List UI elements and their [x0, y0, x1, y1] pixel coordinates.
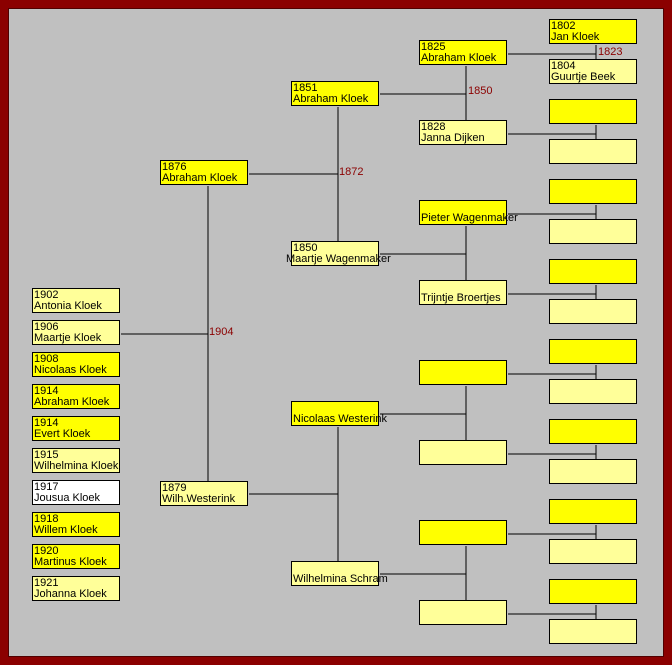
marriage-year: 1904 [209, 326, 234, 338]
birth-year: 1851 [293, 82, 318, 94]
person-name: Pieter Wagenmaker [421, 212, 518, 224]
person-name: Johanna Kloek [34, 588, 107, 600]
empty-ancestor-box[interactable] [419, 360, 507, 385]
birth-year: 1902 [34, 289, 59, 301]
person-name: Wilhelmina Schram [293, 573, 388, 585]
birth-year: 1915 [34, 449, 59, 461]
person-name: Trijntje Broertjes [421, 292, 501, 304]
empty-ancestor-box[interactable] [549, 299, 637, 324]
empty-ancestor-box[interactable] [549, 219, 637, 244]
great-grandparent-box[interactable]: Pieter Wagenmaker [419, 200, 518, 225]
birth-year: 1879 [162, 482, 187, 494]
empty-ancestor-box[interactable] [419, 600, 507, 625]
birth-year: 1914 [34, 385, 59, 397]
empty-ancestor-box[interactable] [549, 259, 637, 284]
empty-ancestor-box[interactable] [419, 440, 507, 465]
birth-year: 1802 [551, 20, 576, 32]
marriage-year: 1872 [339, 166, 364, 178]
person-name: Jousua Kloek [34, 492, 101, 504]
birth-year: 1828 [421, 121, 446, 133]
empty-ancestor-box[interactable] [549, 179, 637, 204]
grandparent-box[interactable]: Nicolaas Westerink [291, 401, 387, 426]
person-name: Maartje Kloek [34, 332, 102, 344]
birth-year: 1908 [34, 353, 59, 365]
empty-ancestor-box[interactable] [419, 520, 507, 545]
empty-ancestor-box[interactable] [549, 139, 637, 164]
person-name: Wilh.Westerink [162, 493, 236, 505]
person-name: Jan Kloek [551, 31, 600, 43]
empty-ancestor-box[interactable] [549, 459, 637, 484]
marriage-year: 1823 [598, 46, 623, 58]
person-name: Abraham Kloek [34, 396, 110, 408]
birth-year: 1825 [421, 41, 446, 53]
birth-year: 1921 [34, 577, 59, 589]
birth-year: 1918 [34, 513, 59, 525]
person-name: Nicolaas Westerink [293, 413, 387, 425]
empty-ancestor-box[interactable] [549, 619, 637, 644]
birth-year: 1917 [34, 481, 59, 493]
empty-ancestor-box[interactable] [549, 579, 637, 604]
person-name: Wilhelmina Kloek [34, 460, 119, 472]
empty-ancestor-box[interactable] [549, 339, 637, 364]
person-name: Willem Kloek [34, 524, 98, 536]
person-name: Guurtje Beek [551, 71, 616, 83]
person-name: Abraham Kloek [293, 93, 369, 105]
birth-year: 1804 [551, 60, 576, 72]
person-name: Nicolaas Kloek [34, 364, 107, 376]
birth-year: 1906 [34, 321, 59, 333]
great-grandparent-box[interactable]: Trijntje Broertjes [419, 280, 507, 305]
birth-year: 1850 [293, 242, 318, 254]
birth-year: 1914 [34, 417, 59, 429]
connector-lines [121, 45, 597, 620]
empty-ancestor-box[interactable] [549, 499, 637, 524]
person-name: Janna Dijken [421, 132, 485, 144]
person-name: Maartje Wagenmaker [286, 253, 391, 265]
person-name: Abraham Kloek [162, 172, 238, 184]
empty-ancestor-box[interactable] [549, 99, 637, 124]
empty-ancestor-box[interactable] [549, 539, 637, 564]
person-name: Abraham Kloek [421, 52, 497, 64]
empty-ancestor-box[interactable] [549, 379, 637, 404]
empty-ancestor-box[interactable] [549, 419, 637, 444]
person-name: Martinus Kloek [34, 556, 107, 568]
birth-year: 1920 [34, 545, 59, 557]
grandparent-box[interactable]: Wilhelmina Schram [291, 561, 388, 586]
person-name: Antonia Kloek [34, 300, 102, 312]
birth-year: 1876 [162, 161, 187, 173]
marriage-year: 1850 [468, 85, 493, 97]
person-name: Evert Kloek [34, 428, 91, 440]
